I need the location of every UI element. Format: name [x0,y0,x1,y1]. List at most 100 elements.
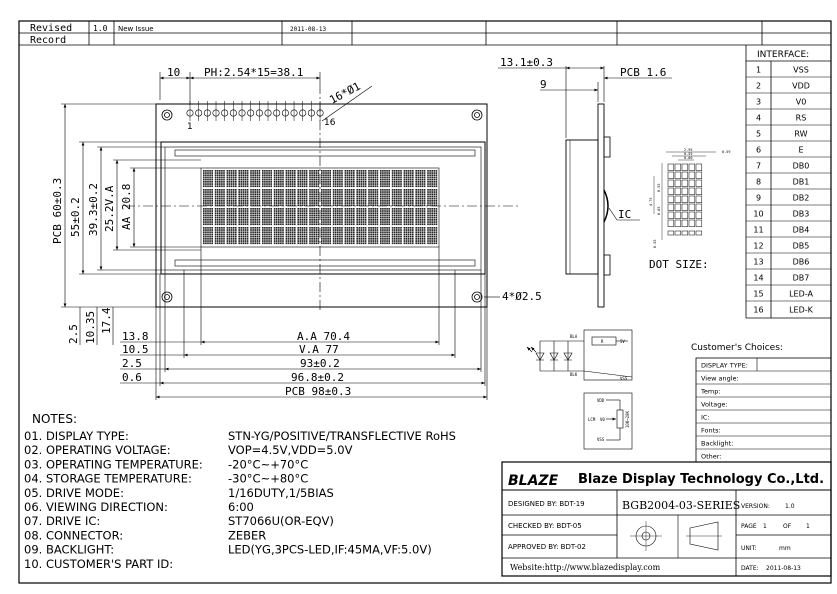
lcd-dot [287,200,290,202]
lcd-dot [327,195,329,198]
website[interactable]: Website:http://www.blazedisplay.com [510,563,661,572]
lcd-dot [325,197,327,200]
interface-pin-name: LED-A [789,290,813,299]
lcd-dot [346,181,349,183]
lcd-dot [256,223,259,226]
lcd-dot [315,185,318,188]
lcd-dot [278,183,280,185]
lcd-dot [341,191,343,193]
lcd-dot [211,193,213,196]
lcd-dot [294,210,296,212]
lcd-dot [289,191,292,193]
lcd-dot [415,240,417,242]
lcd-dot [362,185,365,188]
lcd-dot [258,208,261,210]
lcd-dot [388,189,390,191]
lcd-dot [368,183,370,185]
lcd-dot [207,229,209,231]
lcd-dot [246,176,249,179]
lcd-dot [315,172,318,174]
lcd-dot [311,242,313,245]
lcd-dot [391,172,394,174]
lcd-dot [382,191,384,193]
lcd-dot [264,176,266,179]
lcd-dot [232,204,235,207]
lcd-dot [264,223,266,226]
lcd-dot [216,204,219,207]
lcd-dot [207,191,209,193]
lcd-dot [287,185,290,188]
lcd-dot [228,219,231,221]
lcd-dot [258,210,261,212]
lcd-dot [297,181,299,183]
lcd-dot [364,197,367,200]
lcd-dot [250,193,252,196]
lcd-dot [238,210,240,212]
lcd-dot [209,178,211,181]
lcd-dot [386,170,388,172]
lcd-dot [337,189,339,191]
lcd-dot [391,210,394,212]
lcd-dot [309,176,311,179]
lcd-dot [435,240,438,242]
lcd-dot [301,191,304,193]
lcd-dot [226,235,229,238]
lcd-dot [301,170,304,172]
lcd-dot [334,229,337,231]
lcd-dot [264,240,266,242]
lcd-dot [264,231,266,234]
dim-bottom-3: 17.4 [100,307,113,334]
lcd-dot [238,202,240,204]
lcd-dot [431,191,433,193]
lcd-dot [382,170,384,172]
lcd-dot [376,204,379,207]
lcd-dot [350,219,353,221]
lcd-dot [341,185,343,188]
lcd-dot [398,208,400,210]
lcd-dot [332,242,335,245]
lcd-dot [309,191,311,193]
lcd-dot [246,240,249,242]
lcd-dot [346,197,349,200]
lcd-dot [423,210,426,212]
lcd-dot [297,227,299,229]
lcd-dot [415,204,417,207]
lcd-dot [321,200,323,202]
lcd-dot [216,208,219,210]
lcd-dot [407,193,410,196]
lcd-dot [321,235,323,238]
lcd-dot [207,216,209,219]
lcd-dot [409,240,412,242]
lcd-dot [317,212,320,215]
lcd-dot [374,181,377,183]
lcd-dot [376,219,379,221]
lcd-dot [273,172,276,174]
lcd-dot [356,212,358,215]
lcd-dot [431,240,433,242]
lcd-dot [370,242,372,245]
lcd-dot [391,200,394,202]
lcd-dot [360,223,363,226]
lcd-dot [254,242,256,245]
lcd-dot [250,195,252,198]
lcd-dot [409,219,412,221]
lcd-dot [391,242,394,245]
lcd-dot [219,223,221,226]
lcd-dot [258,176,261,179]
lcd-dot [409,238,412,240]
lcd-dot [211,200,213,202]
lcd-dot [285,178,288,181]
lcd-dot [230,200,233,202]
lcd-dot [219,210,221,212]
interface-pin-number: 2 [756,82,761,91]
lcd-dot [433,235,436,238]
lcd-dot [323,208,325,210]
lcd-dot [230,204,233,207]
lcd-dot [297,170,299,172]
lcd-dot [393,176,396,179]
circuit-vss-1: VSS [620,376,628,381]
dim-pin-offset: 10 [167,66,180,79]
lcd-dot [344,183,347,185]
lcd-dot [211,195,213,198]
lcd-dot [285,189,288,191]
